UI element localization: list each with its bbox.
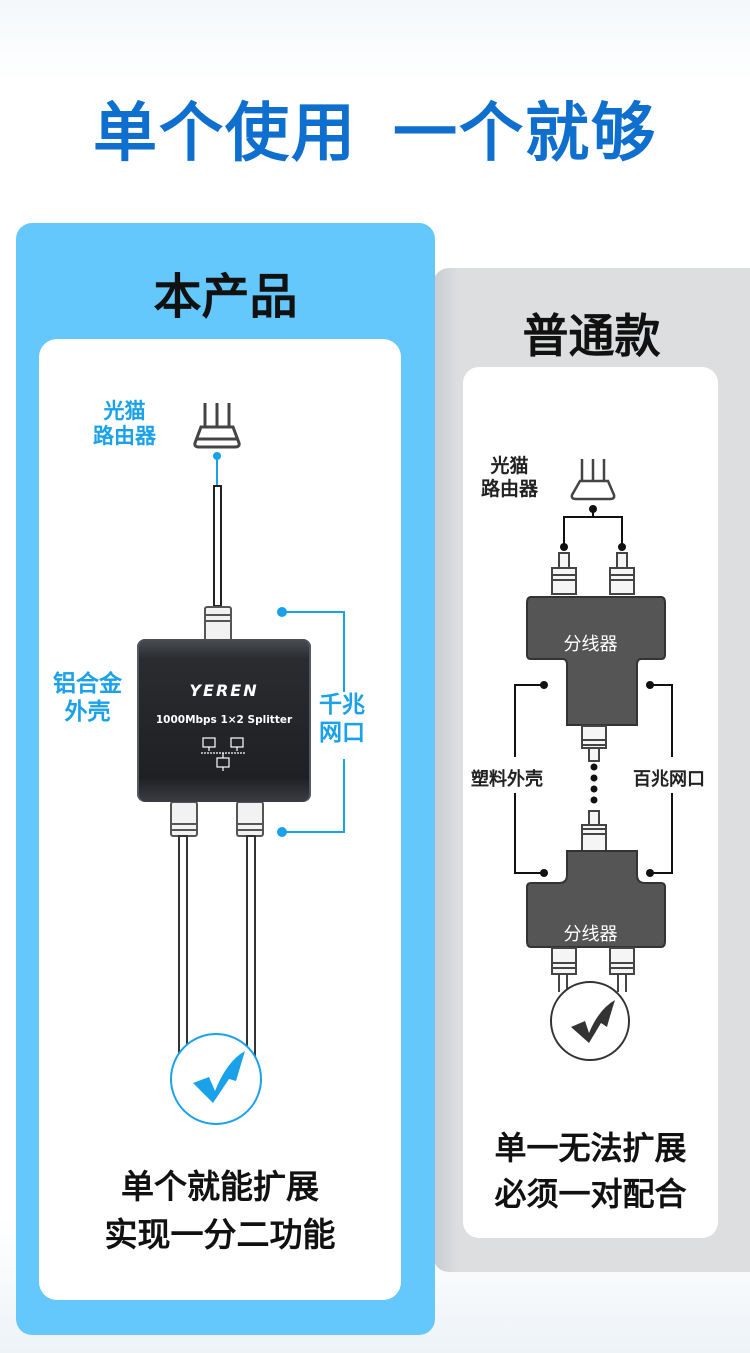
headline-part1: 单个使用 <box>93 97 357 171</box>
regular-caption-line1: 单一无法扩展 <box>494 1129 687 1167</box>
product-diagram <box>170 403 345 1125</box>
housing-bracket <box>514 684 544 874</box>
port-label: 百兆网口 <box>633 767 705 793</box>
regular-caption-line2: 必须一对配合 <box>494 1175 687 1214</box>
output-plug-right <box>236 801 264 837</box>
product-panel-title: 本产品 <box>153 269 298 325</box>
housing-label-line2: 外壳 <box>64 698 111 725</box>
source-label: 光猫 路由器 <box>93 399 156 449</box>
headline-part2: 一个就够 <box>393 97 657 171</box>
output-cables <box>178 835 256 1067</box>
splitter-bottom-label: 分线器 <box>563 924 618 945</box>
product-caption-line1: 单个就能扩展 <box>121 1167 319 1206</box>
source-label-line1: 光猫 <box>103 399 146 423</box>
branch-line <box>563 509 623 547</box>
splitter-top-label: 分线器 <box>563 634 618 655</box>
checkmark-icon <box>170 1033 262 1125</box>
output-plug-left <box>170 801 198 837</box>
ellipsis-dots <box>590 763 598 804</box>
splitter-top <box>526 596 666 726</box>
splitter-bottom <box>526 850 666 948</box>
router-icon <box>193 403 241 449</box>
regular-card: 光猫 路由器 <box>463 367 718 1238</box>
regular-source-label-line1: 光猫 <box>490 455 529 477</box>
product-caption-line2: 实现一分二功能 <box>104 1214 336 1254</box>
regular-source-label: 光猫 路由器 <box>481 455 538 501</box>
bottom-plugs <box>551 947 635 992</box>
port-label-line2: 网口 <box>319 719 365 746</box>
checkmark-icon <box>550 981 630 1061</box>
top-plugs <box>551 552 635 595</box>
port-bracket <box>650 684 673 874</box>
device-model: 1000Mbps 1×2 Splitter <box>155 714 293 726</box>
product-caption: 单个就能扩展 实现一分二功能 <box>39 1163 401 1259</box>
source-label-line2: 路由器 <box>93 424 156 449</box>
router-icon <box>570 459 616 501</box>
regular-source-label-line2: 路由器 <box>481 477 539 500</box>
regular-caption: 单一无法扩展 必须一对配合 <box>463 1125 718 1218</box>
regular-panel: 普通款 光猫 路由器 <box>433 268 750 1272</box>
regular-diagram <box>514 459 673 1061</box>
device-brand: YEREN <box>189 681 259 700</box>
product-panel: 本产品 光猫 路由器 <box>16 223 435 1335</box>
housing-label: 铝合金 外壳 <box>53 671 122 726</box>
housing-label-line1: 铝合金 <box>53 671 122 697</box>
input-plug <box>204 606 232 642</box>
regular-panel-title: 普通款 <box>522 309 661 363</box>
port-bracket <box>277 607 345 837</box>
network-topology-icon <box>201 737 245 771</box>
port-label: 千兆 网口 <box>319 692 365 748</box>
product-card: 光猫 路由器 <box>39 339 401 1300</box>
headline: 单个使用一个就够 <box>0 82 750 174</box>
port-label-line1: 千兆 <box>319 692 365 718</box>
splitter-device: YEREN 1000Mbps 1×2 Splitter <box>137 639 311 802</box>
input-cable <box>213 485 222 607</box>
housing-label: 塑料外壳 <box>471 767 543 793</box>
